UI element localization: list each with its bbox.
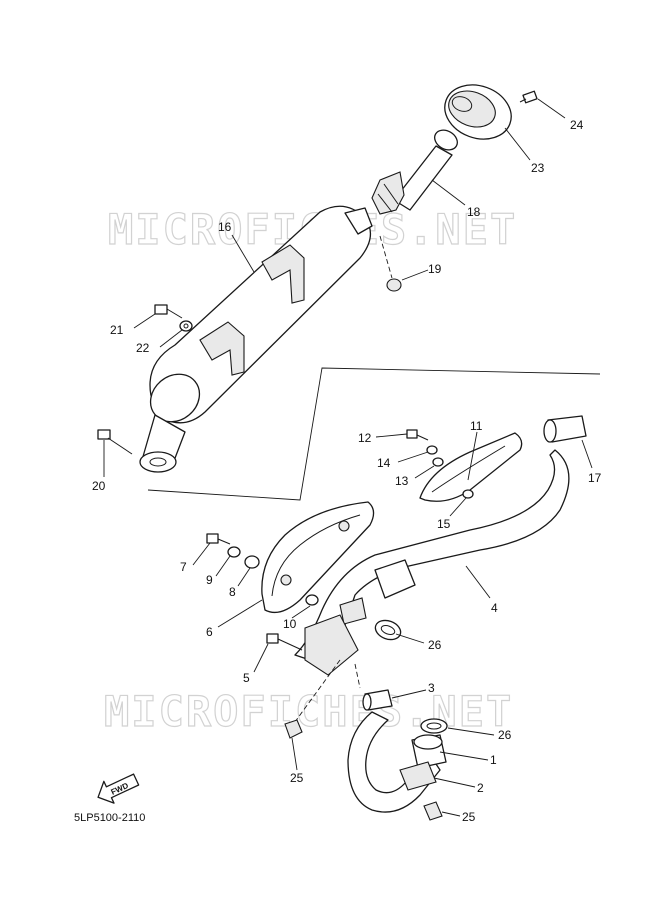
callout-2: 2 (477, 781, 484, 795)
callout-12: 12 (358, 431, 372, 445)
bolt-20 (97, 429, 133, 455)
grommet-15 (462, 489, 474, 499)
callout-13: 13 (395, 474, 409, 488)
callout-15: 15 (437, 517, 451, 531)
fwd-arrow-icon: FWD (97, 773, 140, 804)
callout-11: 11 (470, 419, 483, 433)
callout-21: 21 (110, 323, 124, 337)
callout-22: 22 (136, 341, 150, 355)
callout-9: 9 (206, 573, 213, 587)
callout-1: 1 (490, 753, 497, 767)
callout-3: 3 (428, 681, 435, 695)
assembly-outline (147, 367, 601, 501)
nut-25-left (284, 719, 303, 739)
guide-line-2 (354, 663, 361, 689)
washer-14 (426, 445, 438, 455)
callout-14: 14 (377, 456, 391, 470)
gasket-3 (362, 689, 393, 711)
callout-7: 7 (180, 560, 187, 574)
callout-26-upper: 26 (428, 638, 442, 652)
nut-25-right (423, 801, 443, 821)
leader-lines (103, 98, 593, 817)
callout-25-right: 25 (462, 810, 476, 824)
bolt-5 (266, 633, 303, 651)
gasket-26-lower (420, 718, 448, 734)
callout-24: 24 (570, 118, 584, 132)
callout-17: 17 (588, 471, 602, 485)
washer-13 (432, 457, 444, 467)
bolt-12 (406, 429, 429, 441)
callout-23: 23 (531, 161, 545, 175)
nut-19 (379, 235, 402, 292)
callout-10: 10 (283, 617, 297, 631)
muffler-16 (139, 205, 373, 473)
flange-2 (399, 761, 437, 791)
callout-26-lower: 26 (498, 728, 512, 742)
gasket-26-upper (374, 619, 402, 641)
exhaust-pipe-4 (294, 449, 570, 676)
callout-6: 6 (206, 625, 213, 639)
spark-arrester-18 (371, 129, 458, 215)
collar-10 (305, 594, 319, 606)
callout-4: 4 (491, 601, 498, 615)
callout-5: 5 (243, 671, 250, 685)
gasket-17 (543, 415, 587, 443)
callout-20: 20 (92, 479, 106, 493)
callout-25-left: 25 (290, 771, 304, 785)
washer-8 (244, 555, 260, 569)
callout-16: 16 (218, 220, 232, 234)
callout-18: 18 (467, 205, 481, 219)
callout-numbers: 24 23 18 19 16 21 22 20 12 11 14 13 15 1… (92, 118, 602, 824)
bolt-7 (206, 533, 231, 545)
heat-protector-6 (261, 501, 375, 614)
washer-9 (227, 546, 241, 558)
washer-22 (179, 320, 193, 332)
bolt-24 (519, 90, 538, 104)
diagram-code: 5LP5100-2110 (74, 812, 146, 824)
end-cap-23 (444, 84, 512, 140)
bolt-21 (154, 304, 183, 319)
callout-19: 19 (428, 262, 442, 276)
callout-8: 8 (229, 585, 236, 599)
guide-line-1 (291, 659, 341, 727)
